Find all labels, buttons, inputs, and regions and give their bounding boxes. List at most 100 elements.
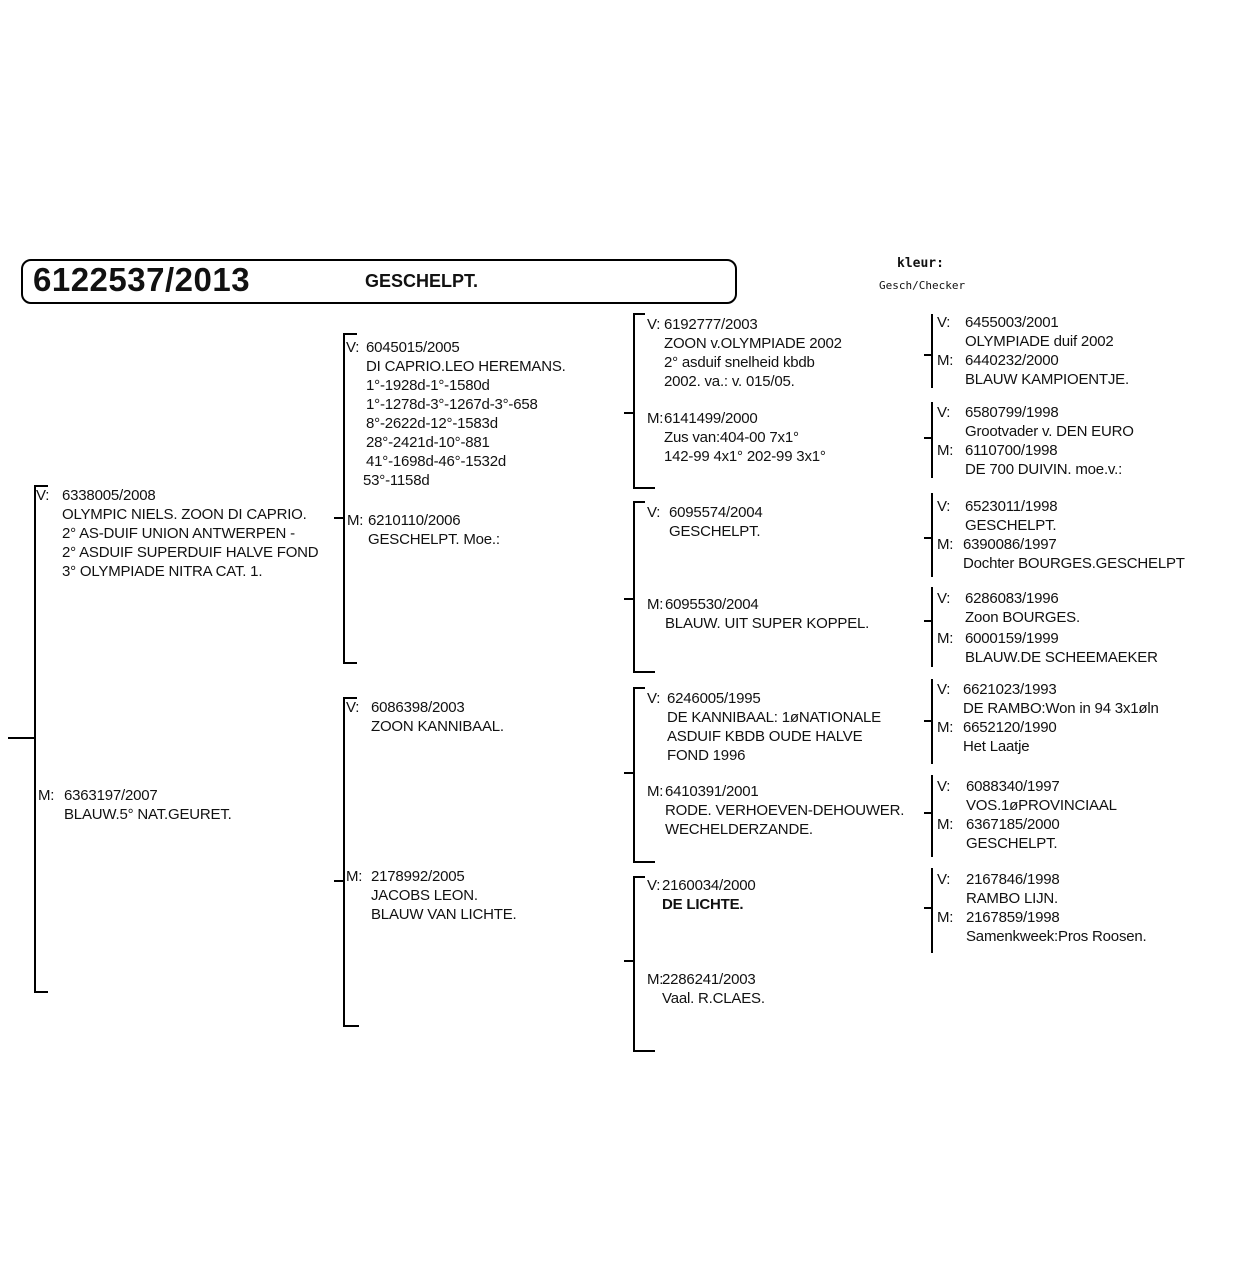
- description-line: 2° AS-DUIF UNION ANTWERPEN -: [62, 525, 295, 542]
- prefix-label: V:: [937, 778, 951, 795]
- description-line: DI CAPRIO.LEO HEREMANS.: [366, 358, 566, 375]
- description-line: Het Laatje: [963, 738, 1030, 755]
- ring-number: 6141499/2000: [664, 410, 758, 427]
- gen2-ff-entry: V: 6045015/2005 DI CAPRIO.LEO HEREMANS. 1…: [346, 338, 566, 490]
- prefix-label: M:: [647, 410, 664, 427]
- color-value: Gesch/Checker: [879, 279, 966, 292]
- gen2-fm-entry: M:6210110/2006 GESCHELPT. Moe.:: [347, 511, 500, 549]
- gen1-father-entry: V: 6338005/2008 OLYMPIC NIELS. ZOON DI CA…: [36, 486, 319, 581]
- prefix-label: V:: [346, 699, 360, 716]
- gen3-mmm-entry: M:2286241/2003 Vaal. R.CLAES.: [647, 970, 765, 1008]
- description-line: BLAUW.DE SCHEEMAEKER: [965, 649, 1158, 666]
- prefix-label: V:: [647, 504, 661, 521]
- gen3-mmf-entry: V:2160034/2000 DE LICHTE.: [647, 876, 756, 914]
- prefix-label: M:: [937, 442, 954, 459]
- gen4-group-4: V: 6286083/1996 Zoon BOURGES. M: 6000159/1…: [937, 589, 1158, 667]
- description-line: WECHELDERZANDE.: [665, 821, 813, 838]
- prefix-label: M:: [38, 787, 55, 804]
- description-line: Dochter BOURGES.GESCHELPT: [963, 555, 1185, 572]
- gen1-mother-entry: M: 6363197/2007 BLAUW.5° NAT.GEURET.: [38, 786, 232, 824]
- description-line: Zoon BOURGES.: [965, 609, 1080, 626]
- prefix-label: M:: [346, 868, 363, 885]
- prefix-label: M:: [647, 596, 664, 613]
- description-line: 8°-2622d-12°-1583d: [366, 415, 498, 432]
- ring-number: 6095574/2004: [669, 504, 763, 521]
- description-line: BLAUW VAN LICHTE.: [371, 906, 517, 923]
- description-line: 2° ASDUIF SUPERDUIF HALVE FOND: [62, 544, 319, 561]
- description-line: DE KANNIBAAL: 1øNATIONALE: [667, 709, 881, 726]
- prefix-label: V:: [346, 339, 360, 356]
- description-line: GESCHELPT.: [669, 523, 761, 540]
- prefix-label: M:: [937, 630, 954, 647]
- prefix-label: V:: [937, 498, 951, 515]
- ring-number: 6621023/1993: [963, 681, 1057, 698]
- gen4-group-7: V:2167846/1998 RAMBO LIJN. M:2167859/199…: [937, 870, 1147, 946]
- prefix-label: M:: [647, 971, 664, 988]
- description-line: 142-99 4x1° 202-99 3x1°: [664, 448, 826, 465]
- ring-number: 6122537/2013: [33, 261, 251, 298]
- prefix-label: M:: [937, 536, 954, 553]
- ring-number: 6338005/2008: [62, 487, 156, 504]
- description-line: 1°-1928d-1°-1580d: [366, 377, 490, 394]
- prefix-label: V:: [937, 871, 951, 888]
- description-line: DE RAMBO:Won in 94 3x1øln: [963, 700, 1159, 717]
- description-line: ASDUIF KBDB OUDE HALVE: [667, 728, 863, 745]
- description-line: GESCHELPT. Moe.:: [368, 531, 500, 548]
- ring-number: 6086398/2003: [371, 699, 465, 716]
- description-line: DE 700 DUIVIN. moe.v.:: [965, 461, 1123, 478]
- prefix-label: V:: [937, 314, 951, 331]
- ring-number: 6652120/1990: [963, 719, 1057, 736]
- description-line: RODE. VERHOEVEN-DEHOUWER.: [665, 802, 905, 819]
- ring-number: 6045015/2005: [366, 339, 460, 356]
- prefix-label: V:: [647, 690, 661, 707]
- pigeon-color-title: GESCHELPT.: [365, 271, 479, 291]
- description-line: Vaal. R.CLAES.: [662, 990, 765, 1007]
- gen3-mff-entry: V:6246005/1995 DE KANNIBAAL: 1øNATIONALE…: [647, 689, 881, 765]
- prefix-label: V:: [647, 877, 661, 894]
- ring-number: 6095530/2004: [665, 596, 759, 613]
- description-line: RAMBO LIJN.: [966, 890, 1058, 907]
- ring-number: 2178992/2005: [371, 868, 465, 885]
- prefix-label: V:: [36, 487, 50, 504]
- ring-number: 6110700/1998: [965, 442, 1058, 459]
- description-line: 28°-2421d-10°-881: [366, 434, 490, 451]
- gen2-mf-entry: V:6086398/2003 ZOON KANNIBAAL.: [346, 698, 504, 736]
- ring-number: 6210110/2006: [368, 512, 461, 529]
- ring-number: 6192777/2003: [664, 316, 758, 333]
- ring-number: 6363197/2007: [64, 787, 158, 804]
- gen4-group-2: V:6580799/1998 Grootvader v. DEN EURO M:…: [937, 403, 1134, 479]
- prefix-label: M:: [347, 512, 364, 529]
- prefix-label: M:: [647, 783, 664, 800]
- gen3-ffm-entry: M:6141499/2000 Zus van:404-00 7x1° 142-9…: [647, 409, 826, 466]
- ring-number: 6286083/1996: [965, 590, 1059, 607]
- description-line: GESCHELPT.: [966, 835, 1058, 852]
- description-line: OLYMPIC NIELS. ZOON DI CAPRIO.: [62, 506, 307, 523]
- gen3-fmm-entry: M:6095530/2004 BLAUW. UIT SUPER KOPPEL.: [647, 595, 869, 633]
- description-line: JACOBS LEON.: [371, 887, 478, 904]
- description-line: FOND 1996: [667, 747, 746, 764]
- description-line: 2002. va.: v. 015/05.: [664, 373, 795, 390]
- description-line: Grootvader v. DEN EURO: [965, 423, 1134, 440]
- gen4-group-5: V: 6621023/1993 DE RAMBO:Won in 94 3x1øln…: [937, 680, 1159, 756]
- description-line: BLAUW.5° NAT.GEURET.: [64, 806, 232, 823]
- ring-number: 2160034/2000: [662, 877, 756, 894]
- gen3-mfm-entry: M:6410391/2001 RODE. VERHOEVEN-DEHOUWER.…: [647, 782, 904, 839]
- ring-number: 2167859/1998: [966, 909, 1060, 926]
- gen4-group-6: V:6088340/1997 VOS.1øPROVINCIAAL M:63671…: [937, 777, 1117, 853]
- description-line: BLAUW KAMPIOENTJE.: [965, 371, 1129, 388]
- prefix-label: V:: [937, 681, 951, 698]
- gen4-group-1: V:6455003/2001 OLYMPIADE duif 2002 M:644…: [937, 313, 1129, 389]
- prefix-label: M:: [937, 719, 954, 736]
- ring-number: 6000159/1999: [965, 630, 1059, 647]
- description-line: VOS.1øPROVINCIAAL: [966, 797, 1117, 814]
- description-line: 53°-1158d: [363, 472, 430, 489]
- prefix-label: M:: [937, 352, 954, 369]
- gen2-mm-entry: M: 2178992/2005 JACOBS LEON. BLAUW VAN LI…: [346, 867, 517, 924]
- gen4-group-3: V:6523011/1998 GESCHELPT. M:6390086/1997…: [937, 497, 1185, 573]
- description-line: OLYMPIADE duif 2002: [965, 333, 1114, 350]
- prefix-label: M:: [937, 816, 954, 833]
- description-line: ZOON v.OLYMPIADE 2002: [664, 335, 842, 352]
- gen3-fmf-entry: V: 6095574/2004 GESCHELPT.: [647, 503, 763, 541]
- prefix-label: V:: [937, 590, 951, 607]
- header-frame: [21, 259, 737, 304]
